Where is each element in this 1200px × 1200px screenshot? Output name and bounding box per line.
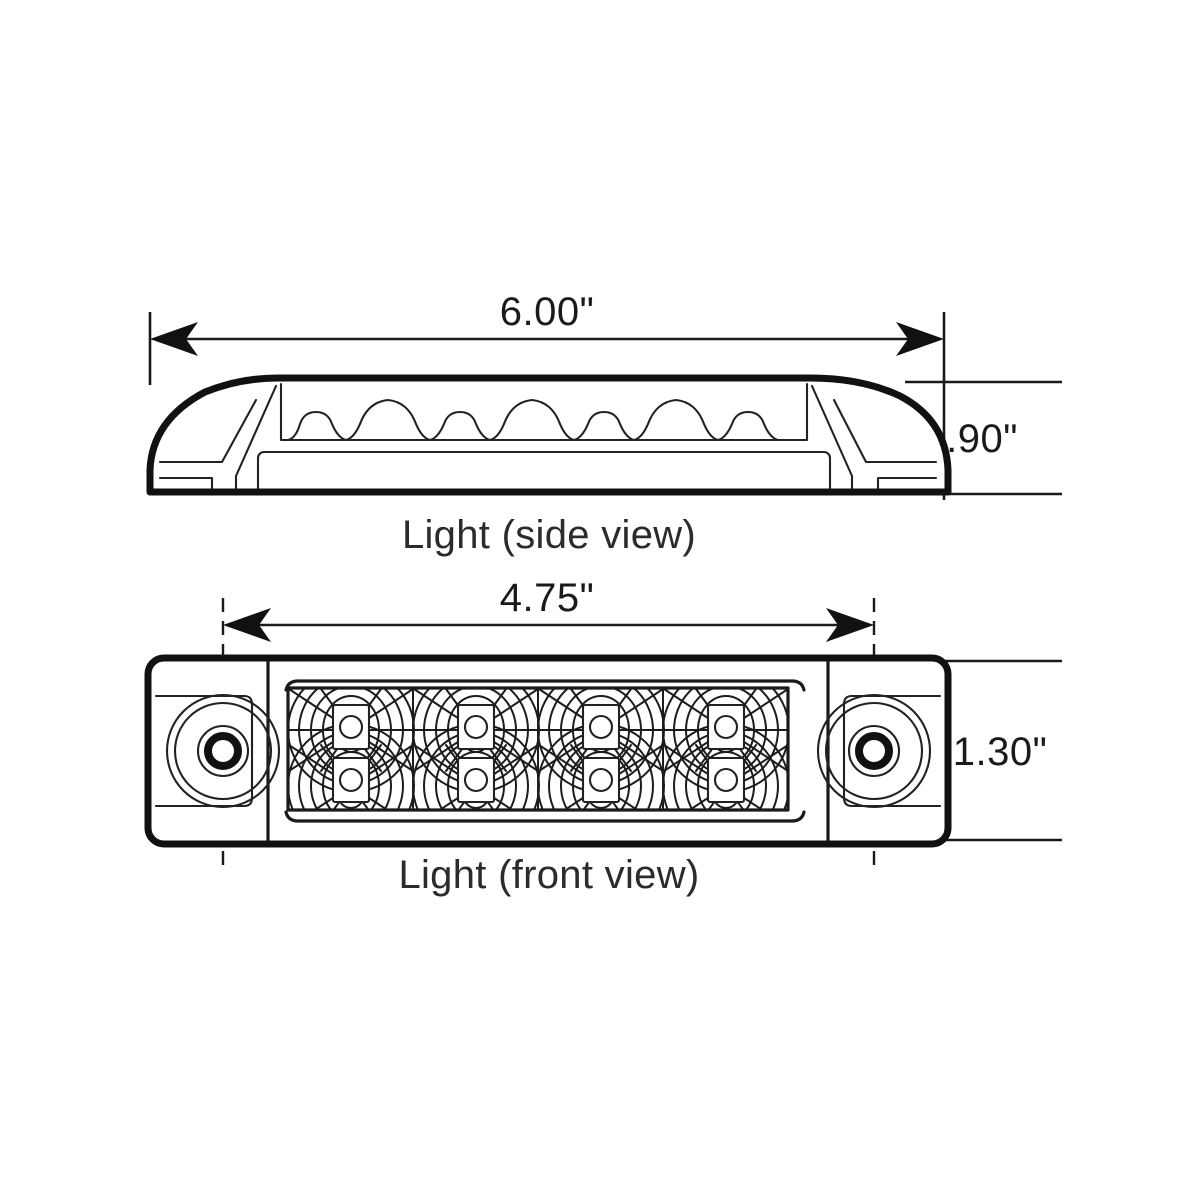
led-package	[706, 756, 746, 804]
side-rib-right-inner	[832, 398, 938, 464]
side-housing-outline	[146, 374, 952, 496]
side-rib-left-inner	[158, 398, 258, 464]
side-view-caption: Light (side view)	[402, 513, 696, 557]
side-lens-cavity	[279, 382, 809, 442]
side-rib-left-outer	[234, 384, 278, 492]
side-internal-details	[158, 382, 938, 492]
front-mount-ring-mid-right	[824, 701, 924, 801]
front-height-dimension-label: 1.30"	[953, 730, 1048, 774]
side-length-dimension-label: 6.00"	[500, 290, 595, 334]
front-span-arrow-right	[826, 608, 874, 642]
led-package	[456, 703, 496, 751]
side-view-group: 6.00" .90" Light (side view)	[146, 290, 1062, 557]
mounting-hole-left	[154, 693, 281, 809]
front-span-dimension-label: 4.75"	[500, 576, 595, 620]
front-bezel-top	[284, 679, 806, 692]
side-rib-right-outer	[810, 384, 854, 492]
front-bezel-bottom	[284, 810, 806, 823]
front-view-caption: Light (front view)	[398, 853, 699, 897]
front-mount-ring-outer-left	[165, 693, 281, 809]
led-package	[331, 703, 371, 751]
mounting-hole-right	[816, 693, 942, 809]
led-package	[331, 756, 371, 804]
front-mount-ring-mid-left	[173, 701, 273, 801]
led-package	[456, 756, 496, 804]
side-length-arrow-left	[150, 322, 198, 356]
front-mount-bolt-right	[855, 732, 893, 770]
front-mount-bolt-left	[204, 732, 242, 770]
side-height-dimension-label: .90"	[946, 417, 1018, 461]
led-package	[581, 756, 621, 804]
front-mount-ring-inner-right	[847, 724, 901, 778]
side-body-cavity	[256, 450, 832, 492]
front-mount-ring-inner-left	[196, 724, 250, 778]
front-housing-outline	[144, 654, 952, 848]
front-mount-pad-left	[154, 694, 254, 808]
side-length-arrow-right	[896, 322, 944, 356]
front-view-group: 4.75" 1.30"	[144, 576, 1062, 897]
front-mount-pad-right	[842, 694, 942, 808]
led-package	[581, 703, 621, 751]
lens-border	[286, 686, 790, 812]
led-array	[331, 703, 746, 804]
side-optic-scallops	[286, 398, 802, 442]
led-package	[706, 703, 746, 751]
front-span-arrow-left	[223, 608, 271, 642]
front-mount-ring-outer-right	[816, 693, 932, 809]
lens-assembly	[286, 686, 790, 812]
side-housing-fill	[150, 378, 948, 492]
